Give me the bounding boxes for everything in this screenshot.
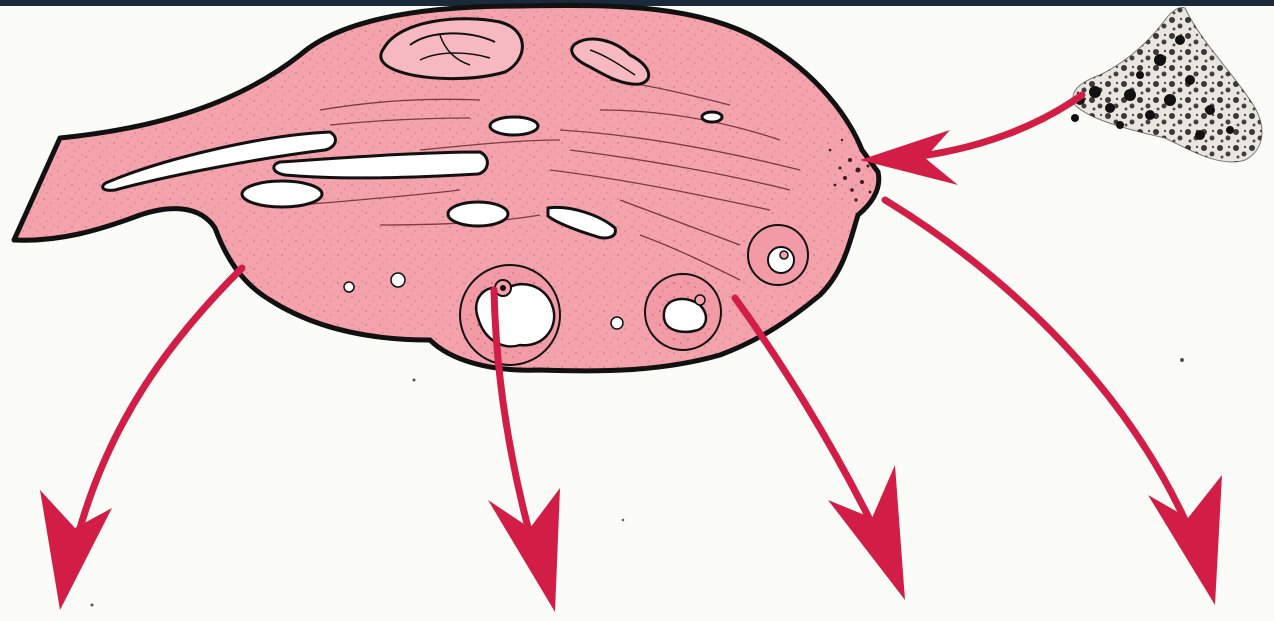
follicle-large — [460, 265, 560, 365]
vessel-oval-2 — [448, 202, 508, 226]
arrow-outgoing-3 — [735, 298, 905, 600]
follicle-small — [748, 225, 808, 285]
vessel-small-2 — [702, 112, 722, 122]
vessel-oval-1 — [242, 181, 322, 207]
arrow-incoming — [860, 95, 1082, 185]
vessel-small-1 — [490, 117, 538, 135]
arrow-outgoing-1 — [40, 268, 242, 610]
arrow-outgoing-4 — [885, 200, 1222, 605]
background-specks — [91, 358, 1185, 607]
follicle-medium — [645, 274, 721, 350]
source-cell-cluster — [1071, 8, 1262, 162]
